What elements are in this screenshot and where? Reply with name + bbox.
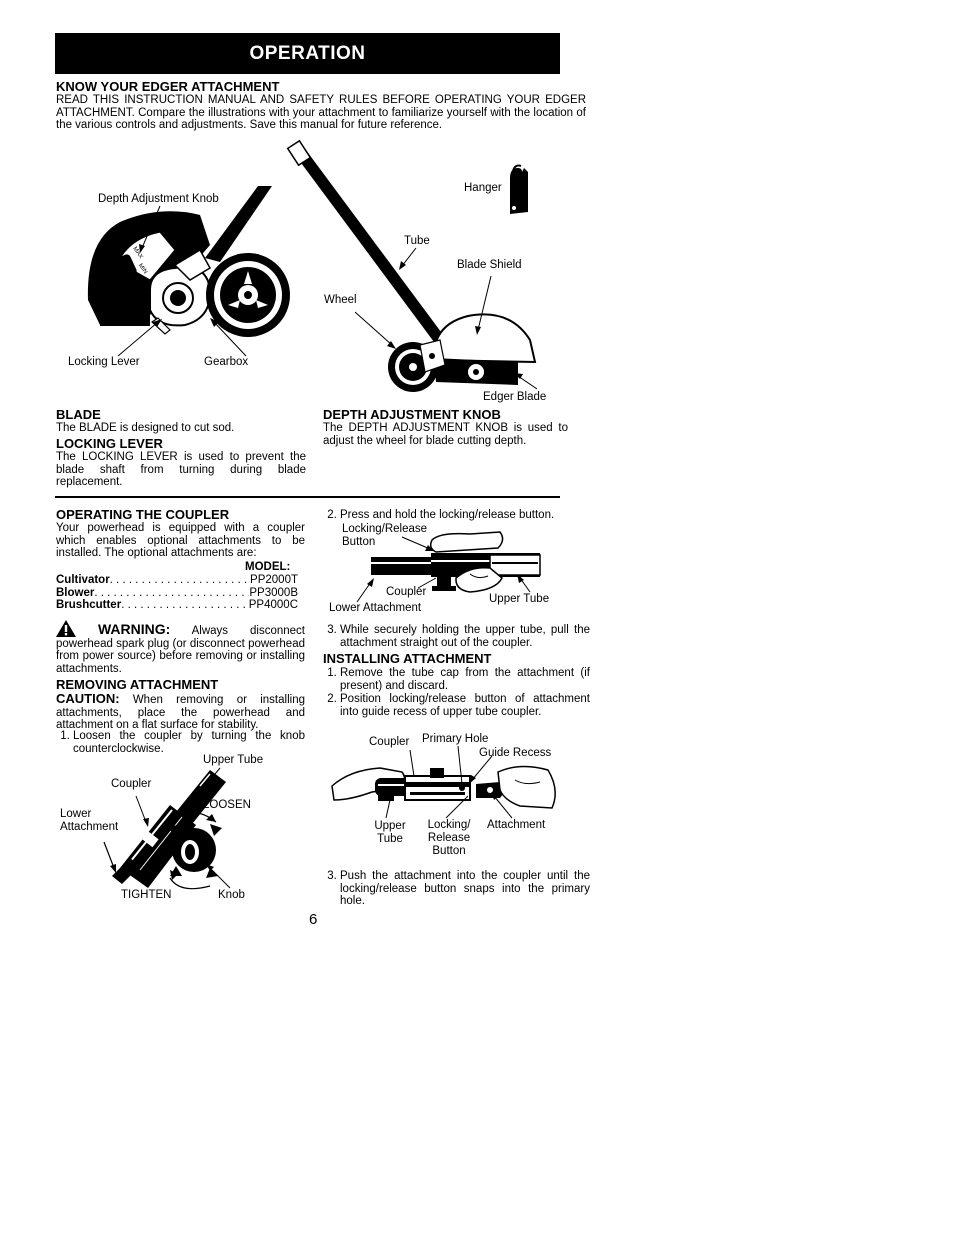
depth-title: DEPTH ADJUSTMENT KNOB [323,407,501,422]
removing-step-1: Loosen the coupler by turning the knob c… [73,730,305,755]
label-hanger: Hanger [464,182,502,194]
blade-text: The BLADE is designed to cut sod. [56,422,235,434]
installing-steps: Remove the tube cap from the attachment … [323,667,590,719]
fig4-upper-tube: Upper Tube [374,820,406,845]
installing-step-3-list: Push the attachment into the coupler unt… [323,870,590,909]
label-gearbox: Gearbox [204,356,249,368]
fig2-upper-tube: Upper Tube [203,754,264,766]
fig4-attachment-label: Attachment [487,819,546,831]
step-press-hold: Press and hold the locking/release butto… [340,509,595,522]
model-name: Cultivator [56,574,110,586]
closeup-shield-lower [100,292,150,326]
section-divider [55,496,560,498]
fig4-guide-recess: Guide Recess [479,747,552,759]
fig2-knob: Knob [218,889,245,901]
model-header: MODEL: [245,561,291,573]
label-depth-knob: Depth Adjustment Knob [98,193,219,205]
edger-illustration [87,139,538,392]
fig4-locking-release-button: Locking/ Release Button [427,819,471,857]
removing-title: REMOVING ATTACHMENT [56,677,219,692]
model-name: Brushcutter [56,599,122,611]
coupler-step-3: While securely holding the upper tube, p… [323,624,590,650]
coupler-knob [168,824,222,878]
model-code: PP3000B [249,586,298,599]
fig3-hand-bottom [455,566,503,593]
fig4-hand-right [497,765,556,809]
page-number: 6 [309,911,318,928]
model-code: PP2000T [250,574,298,586]
fig2-lower-attachment: Lower Attachment [60,808,119,833]
label-locking-lever: Locking Lever [68,356,140,368]
caution-label: CAUTION: [56,691,120,706]
fig3-coupler: Coupler [386,586,427,598]
locking-text: The LOCKING LEVER is used to prevent the… [56,451,306,488]
coupler-title: OPERATING THE COUPLER [56,507,230,522]
installing-step-1: Remove the tube cap from the attachment … [340,667,590,692]
installing-title: INSTALLING ATTACHMENT [323,651,492,666]
label-wheel: Wheel [324,294,357,306]
model-row: Cultivator PP2000T [56,574,298,587]
closeup-depth-knob [117,254,137,278]
installing-step-3: Push the attachment into the coupler unt… [340,870,590,908]
model-code: PP4000C [248,599,298,611]
installing-step-2: Position locking/release button of attac… [340,693,590,718]
know-title: KNOW YOUR EDGER ATTACHMENT [56,79,280,94]
fig4-coupler-label: Coupler [369,736,410,748]
fig2-loosen: LOOSEN [203,799,251,811]
model-name: Blower [56,586,95,599]
coupler-text: Your powerhead is equipped with a couple… [56,522,305,559]
warning-triangle-icon [56,620,76,637]
fig3-upper-tube: Upper Tube [489,593,550,605]
caution-block: CAUTION: When removing or installing att… [56,691,305,732]
edger-tube [290,142,444,342]
depth-text: The DEPTH ADJUSTMENT KNOB is used to adj… [323,422,568,447]
know-text: READ THIS INSTRUCTION MANUAL AND SAFETY … [56,94,586,131]
fig3-lower-attachment: Lower Attachment [329,602,422,614]
model-list: Cultivator PP2000T Blower PP3000B Brushc… [56,574,298,612]
removing-steps: Loosen the coupler by turning the knob c… [56,730,305,756]
step-pull-out: While securely holding the upper tube, p… [340,624,590,649]
fig2-coupler: Coupler [111,778,152,790]
fig3-locking-release-button: Locking/Release Button [342,523,428,548]
label-edger-blade: Edger Blade [483,391,547,403]
coupler-step-2: Press and hold the locking/release butto… [323,509,595,523]
label-blade-shield: Blade Shield [457,259,522,271]
page-banner: OPERATION [55,33,560,74]
hanger-icon [510,168,528,214]
warning-title: WARNING: [97,621,171,637]
model-row: Blower PP3000B [56,587,298,600]
closeup-tube [205,186,272,262]
blade-title: BLADE [56,407,101,422]
caution-text: When removing or installing attachments,… [56,694,305,731]
fig2-tighten: TIGHTEN [121,889,172,901]
warning-block: WARNING: Always disconnect powerhead spa… [56,620,305,675]
fig4-primary-hole: Primary Hole [422,733,489,745]
model-row: Brushcutter PP4000C [56,599,298,612]
label-tube: Tube [404,235,430,247]
fig3-hand-top [429,531,504,553]
edger-blade-shield [432,313,537,364]
warning-text: Always disconnect powerhead spark plug (… [56,625,305,675]
locking-title: LOCKING LEVER [56,436,163,451]
